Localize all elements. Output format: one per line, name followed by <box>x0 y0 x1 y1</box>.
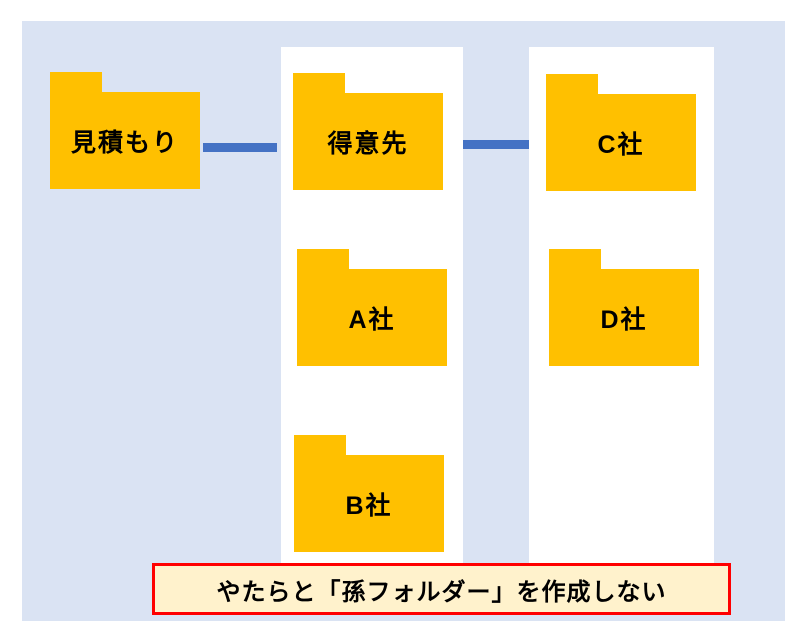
folder-label-tokuisaki: 得意先 <box>327 129 409 158</box>
folder-label-company-d: D社 <box>600 305 648 334</box>
warning-caption-box: やたらと「孫フォルダー」を作成しない <box>152 563 731 615</box>
folder-label-mitsumori: 見積もり <box>70 128 179 157</box>
connector-tokuisaki-to-csha <box>463 140 529 149</box>
warning-caption-text: やたらと「孫フォルダー」を作成しない <box>216 578 667 606</box>
folder-label-company-a: A社 <box>348 305 396 334</box>
folder-label-company-c: C社 <box>597 130 645 159</box>
folder-label-company-b: B社 <box>345 491 393 520</box>
connector-root-to-tokuisaki <box>203 143 277 152</box>
folder-icon-company-c: C社 <box>546 74 696 191</box>
